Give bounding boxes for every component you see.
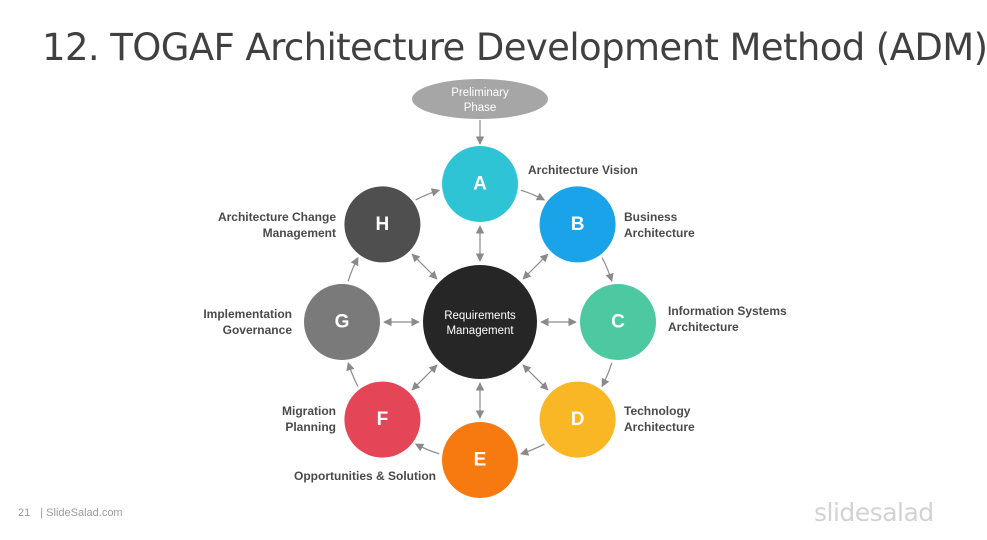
spoke-arrow-h <box>411 253 438 280</box>
cycle-arrow-h-to-a <box>415 188 441 201</box>
phase-e-label: Opportunities & Solution <box>294 469 436 483</box>
phase-c-letter: C <box>611 312 625 333</box>
phase-a-node <box>442 146 518 222</box>
cycle-arrow-g-to-h <box>347 256 359 282</box>
spoke-arrow-f <box>411 364 438 391</box>
page-number: 21 <box>18 507 31 519</box>
cycle-arrow-e-to-f <box>414 443 440 455</box>
adm-cycle-diagram: Preliminary Phase Requirements Managemen… <box>304 79 656 498</box>
footer-brand: | SlideSalad.com <box>40 507 123 519</box>
phase-c-node <box>580 284 656 360</box>
slide-footer: 21 | SlideSalad.com <box>18 507 123 519</box>
cycle-arrow-d-to-e <box>519 443 545 456</box>
phase-b-node <box>539 186 616 263</box>
slide-title: 12. TOGAF Architecture Development Metho… <box>42 26 987 69</box>
phase-g-letter: G <box>335 312 350 333</box>
cycle-arrow-c-to-d <box>601 362 613 388</box>
phase-e-letter: E <box>474 450 487 471</box>
phase-d-node <box>539 381 616 458</box>
phase-a-label: Architecture Vision <box>528 163 638 177</box>
phase-b-letter: B <box>571 214 585 235</box>
center-label-line2: Management <box>446 325 514 337</box>
requirements-management-node <box>423 265 537 379</box>
phase-g-node <box>304 284 380 360</box>
phase-h-letter: H <box>376 214 390 235</box>
cycle-arrow-f-to-g <box>346 361 359 387</box>
phase-f-letter: F <box>377 409 389 430</box>
phase-d-letter: D <box>571 409 585 430</box>
spoke-arrow-b <box>522 253 549 280</box>
center-label-line1: Requirements <box>444 310 516 322</box>
phase-h-node <box>344 186 421 263</box>
phase-e-node <box>442 422 518 498</box>
preliminary-phase-label-line1: Preliminary <box>451 87 509 99</box>
spoke-arrow-d <box>522 364 549 391</box>
phase-a-letter: A <box>473 174 487 195</box>
cycle-arrow-b-to-c <box>601 257 614 283</box>
preliminary-phase-label-line2: Phase <box>464 102 497 114</box>
slidesalad-logo: slidesalad <box>814 498 934 527</box>
phase-f-node <box>344 381 421 458</box>
connector-arrows <box>346 120 614 456</box>
cycle-arrow-a-to-b <box>520 189 546 201</box>
preliminary-phase-node <box>412 79 548 119</box>
